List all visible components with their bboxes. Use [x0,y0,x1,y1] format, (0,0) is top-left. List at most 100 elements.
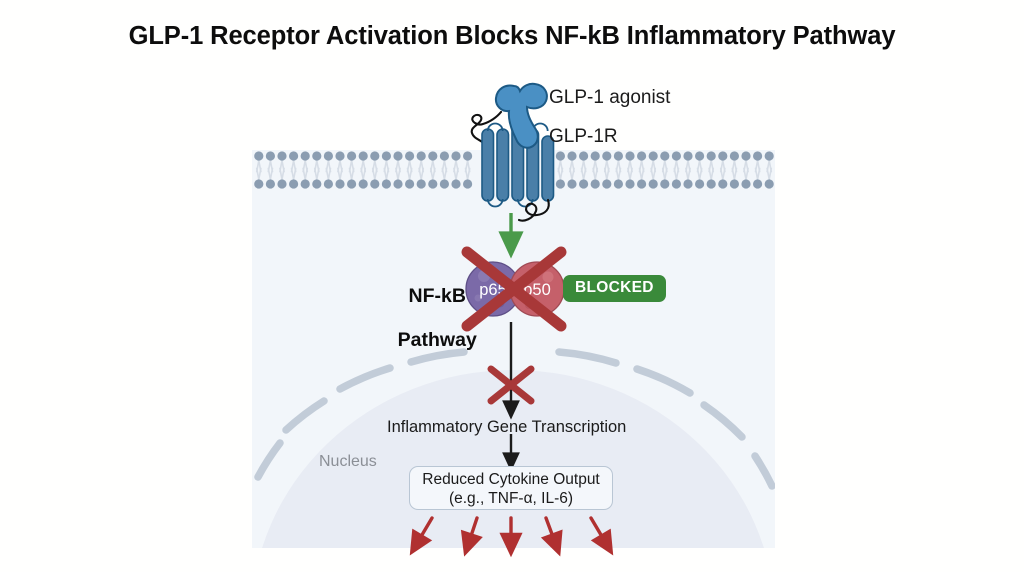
lipid-tail [766,167,773,181]
lipid-head [370,151,380,161]
lipid-head [753,179,763,189]
lipid-head [625,151,635,161]
lipid-bilayer-heads [254,151,774,189]
lipid-head [718,179,728,189]
lipid-tail [661,167,668,181]
lipid-head [555,179,566,189]
nfkb-label-line2: Pathway [397,329,477,351]
lipid-tail [313,167,320,181]
lipid-head [567,151,577,161]
receptor-loop [486,198,504,208]
lipid-tail [638,167,645,181]
lipid-tail [418,167,425,181]
lipid-head [312,151,322,161]
lipid-head [764,179,774,189]
lipid-head [613,179,624,189]
lipid-tail [708,167,715,181]
lipid-head [428,151,438,161]
lipid-tail [267,167,274,181]
lipid-tail [302,167,309,181]
lipid-tail [754,167,761,181]
nuclear-pore-arc [282,397,328,434]
lipid-tail [325,167,332,181]
lipid-head [381,151,391,161]
receptor-loop [486,122,504,132]
receptor-helix [481,128,495,202]
lipid-head [590,151,600,161]
cytokine-arrow [589,516,614,556]
lipid-head [416,151,426,161]
lipid-head [300,151,310,161]
lipid-head [567,179,577,189]
lipid-tail [615,167,622,181]
lipid-head [463,151,473,161]
lipid-head [335,179,345,189]
lipid-head [265,179,275,189]
cytokine-line-1: Reduced Cytokine Output [422,471,600,488]
lipid-head [625,179,635,189]
lipid-tail [406,167,413,181]
receptor-n-terminal-tail [470,110,503,150]
lipid-tail [557,167,564,181]
lipid-head [277,151,287,161]
lipid-head [637,151,647,161]
lipid-head [370,179,380,189]
lipid-head [451,151,461,161]
lipid-head [381,179,391,189]
cytokine-output-arrows [409,516,614,558]
lipid-tail [627,167,633,181]
lipid-tail [348,167,355,181]
nuclear-pore-arc [555,348,620,367]
lipid-tail [696,167,703,181]
status-badge-blocked: BLOCKED [563,275,666,302]
lipid-head [753,151,763,161]
lipid-tail [279,167,285,181]
lipid-head [695,151,705,161]
lipid-head [706,151,716,161]
page-title: GLP-1 Receptor Activation Blocks NF-kB I… [128,22,896,50]
nuclear-pore-arc [407,348,468,366]
glp1-agonist-ligand[interactable] [494,82,548,149]
lipid-head [741,151,751,161]
lipid-head [358,151,368,161]
lipid-tail [360,167,367,181]
lipid-head [555,151,566,161]
lipid-head [660,151,670,161]
cytokine-line-2: (e.g., TNF-α, IL-6) [448,490,574,507]
lipid-head [289,151,299,161]
lipid-head [660,179,670,189]
lipid-head [451,179,461,189]
lipid-tail [255,167,262,181]
p50-label: p50 [523,281,551,299]
lipid-head [637,179,647,189]
lipid-tail [395,167,401,181]
lipid-head [405,151,415,161]
nfkb-pathway-label: NF-kB Pathway [376,263,477,373]
lipid-head [718,151,728,161]
plasma-membrane [255,159,773,181]
cytokine-arrow [540,516,563,557]
receptor-loop [516,198,534,208]
cytokine-arrow [460,516,483,557]
lipid-tail [337,167,343,181]
nuclear-pore-arc [336,364,394,393]
nfkb-label-line1: NF-kB [408,285,466,307]
lipid-head [289,179,299,189]
lipid-head [741,179,751,189]
lipid-head [300,179,310,189]
lipid-head [683,179,693,189]
lipid-tail [580,167,587,181]
lipid-head [405,179,415,189]
lipid-head [323,179,333,189]
lipid-head [671,151,682,161]
nuclear-pores [254,348,775,490]
cytokine-arrow [409,516,434,556]
nuclear-pore-arc [700,401,746,441]
lipid-head [729,151,740,161]
lipid-tail [592,167,599,181]
lipid-head [428,179,438,189]
lipid-head [671,179,682,189]
lipid-head [648,151,658,161]
lipid-tail [429,167,436,181]
